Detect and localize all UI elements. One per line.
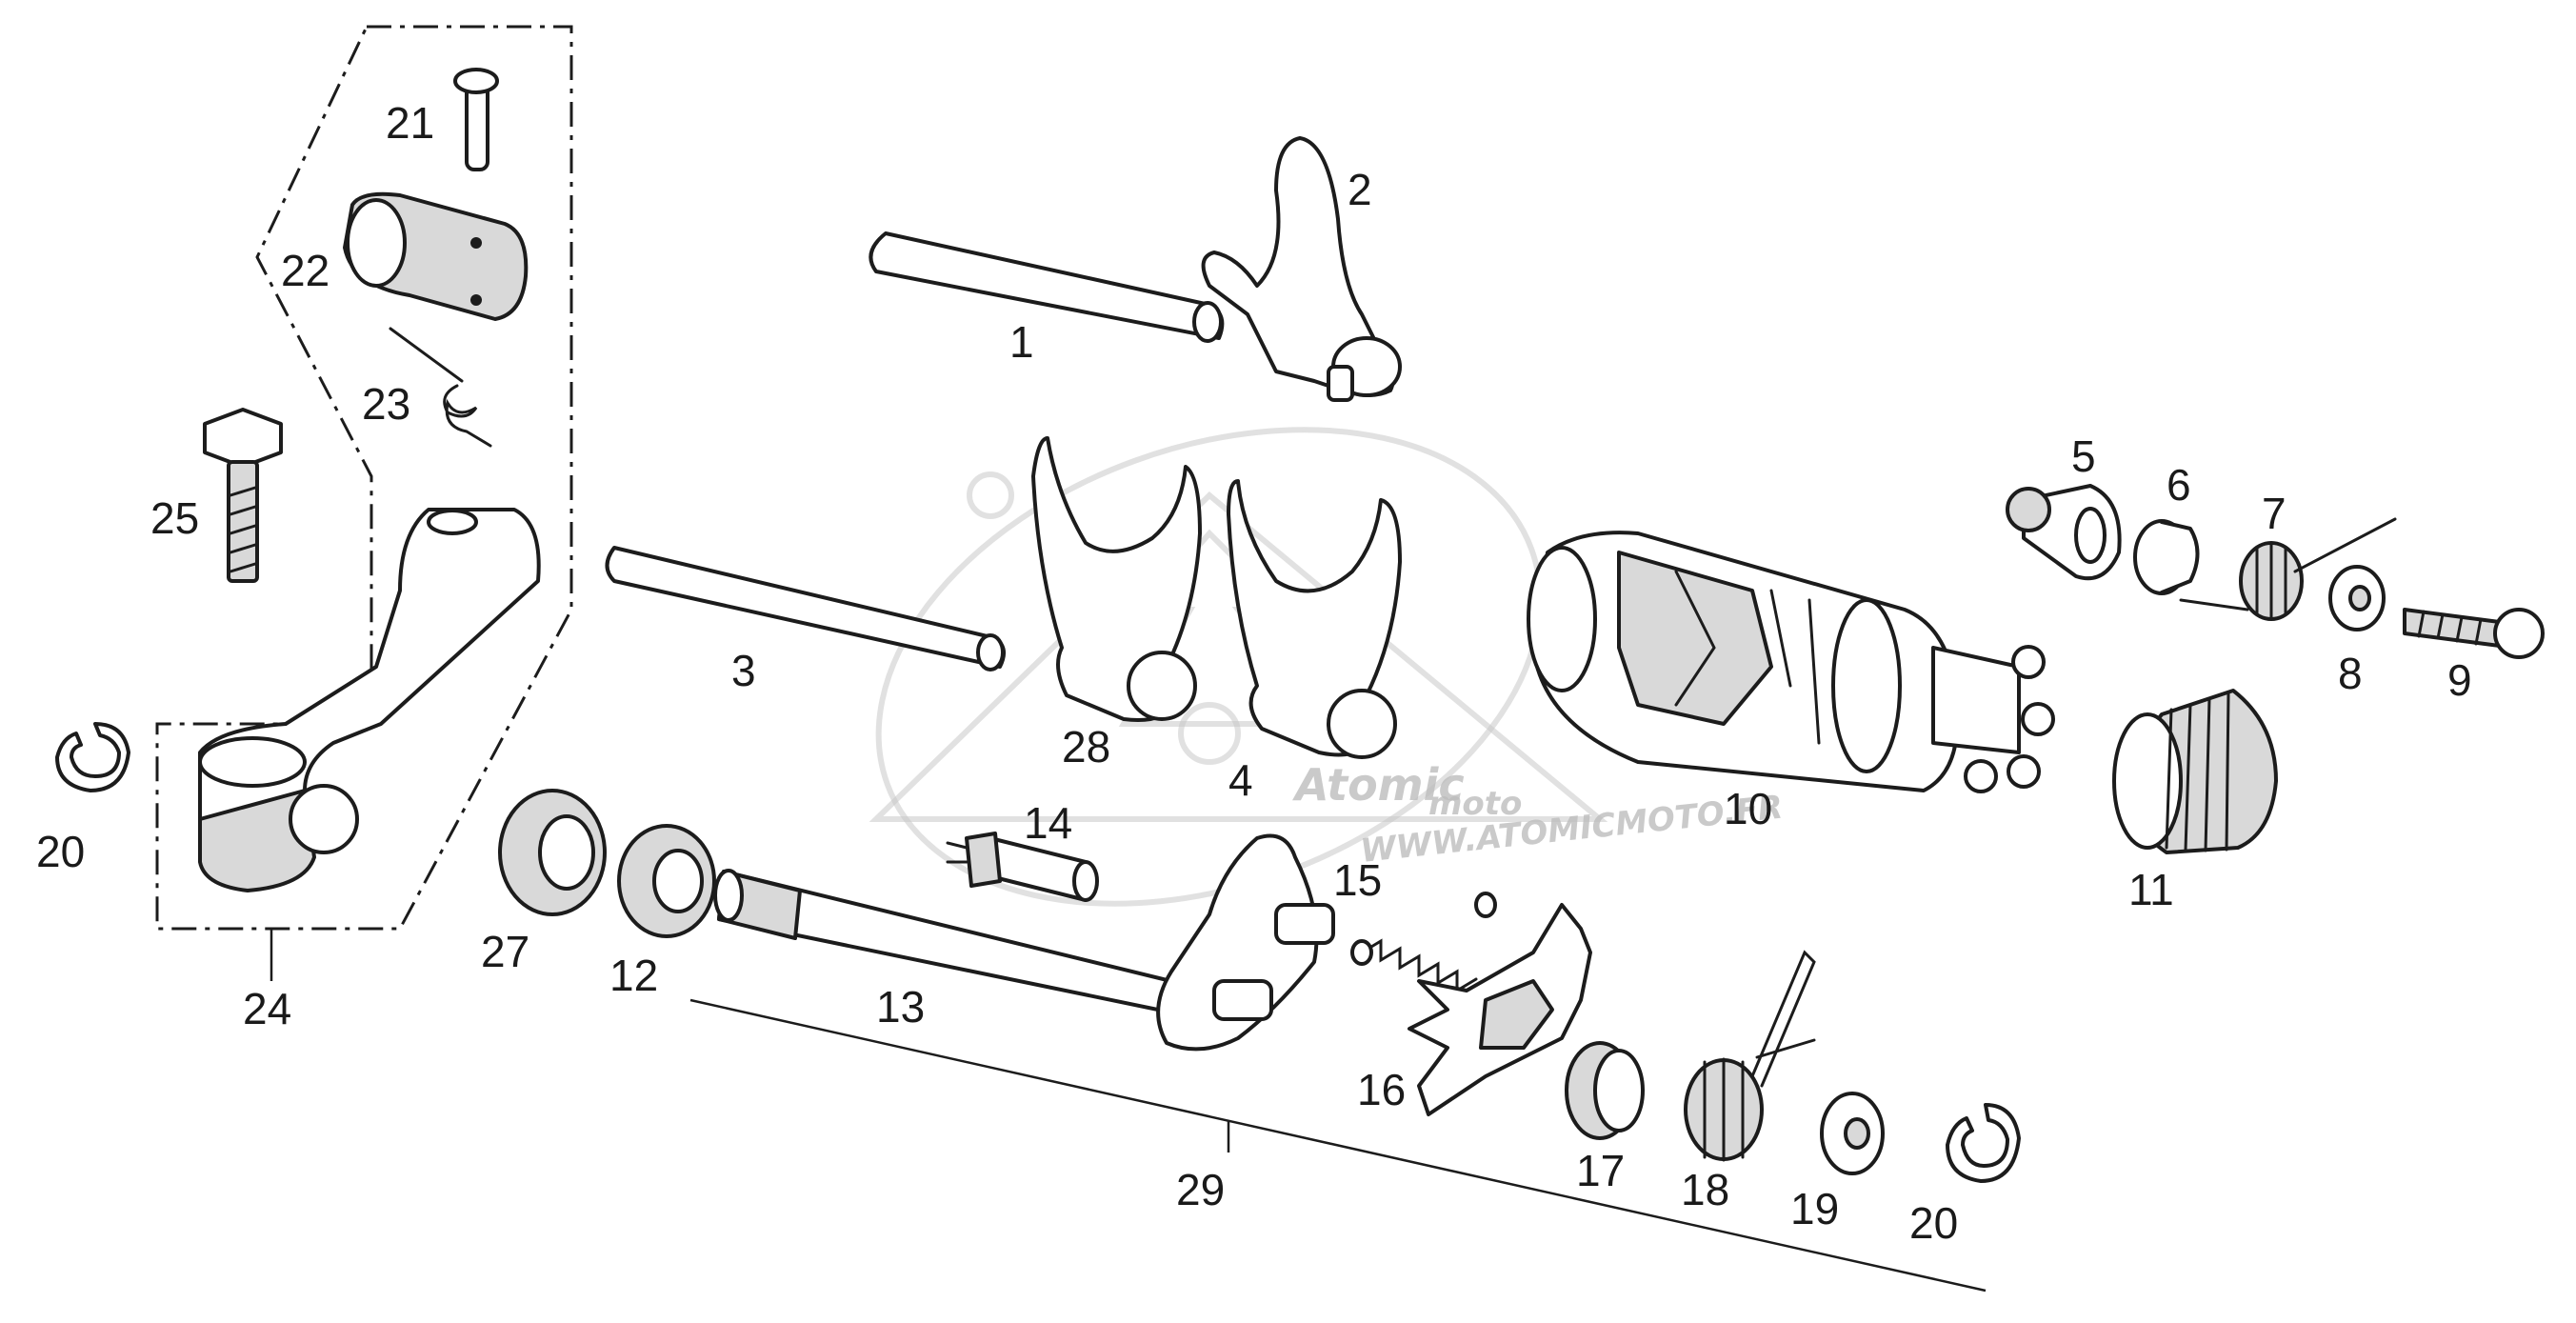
- assembly-24-boundary: [155, 25, 573, 931]
- part-9-screw: [2403, 608, 2545, 659]
- label-25: 25: [150, 493, 199, 543]
- label-7: 7: [2262, 489, 2286, 538]
- part-25-bolt: [203, 408, 283, 583]
- watermark-brand: Atomic: [1292, 759, 1465, 811]
- part-1-shaft: [869, 231, 1225, 343]
- label-27: 27: [481, 927, 529, 976]
- part-28-fork: [1031, 436, 1202, 722]
- part-23-spring: [389, 327, 492, 448]
- part-15-spring: [1350, 892, 1497, 993]
- label-3: 3: [731, 646, 756, 695]
- label-4: 4: [1228, 755, 1253, 805]
- part-12-seal: [617, 824, 716, 938]
- part-16-ratchet-plate: [1408, 903, 1592, 1116]
- label-12: 12: [609, 951, 658, 1000]
- part-20-circlip-right: [1946, 1103, 2021, 1183]
- part-13-shift-shaft: [713, 833, 1335, 1052]
- label-18: 18: [1681, 1165, 1729, 1214]
- label-6: 6: [2167, 460, 2191, 510]
- part-18-return-spring: [1684, 950, 1816, 1162]
- label-28: 28: [1062, 722, 1110, 772]
- part-10-selector-drum: [1527, 531, 2055, 793]
- label-16: 16: [1357, 1065, 1406, 1114]
- part-3-shaft: [605, 546, 1006, 672]
- label-21: 21: [386, 98, 434, 148]
- part-14-stud: [946, 832, 1099, 902]
- label-24: 24: [243, 984, 291, 1033]
- label-23: 23: [362, 379, 410, 429]
- part-4-fork: [1227, 479, 1402, 759]
- part-17-bushing: [1565, 1041, 1645, 1140]
- label-9: 9: [2447, 655, 2472, 705]
- watermark-sub: moto: [1428, 785, 1522, 823]
- label-29: 29: [1176, 1165, 1225, 1214]
- label-10: 10: [1724, 784, 1772, 833]
- label-5: 5: [2071, 431, 2096, 481]
- part-19-washer: [1820, 1092, 1885, 1175]
- label-20-right: 20: [1909, 1198, 1958, 1248]
- part-2-fork: [1201, 136, 1402, 402]
- label-1: 1: [1009, 317, 1034, 367]
- part-8-washer: [2328, 565, 2386, 631]
- part-5-plate: [2006, 484, 2122, 581]
- part-22-rubber: [343, 191, 529, 321]
- part-20-circlip-left: [55, 722, 130, 792]
- label-14: 14: [1024, 798, 1072, 848]
- label-2: 2: [1348, 165, 1372, 214]
- label-11: 11: [2128, 865, 2174, 914]
- part-21-pin: [453, 68, 499, 171]
- part-6-bushing: [2133, 519, 2200, 595]
- part-27-seal: [498, 789, 607, 916]
- label-17: 17: [1576, 1146, 1625, 1195]
- part-labels: 1 2 3 4 5 6 7 8 9 10 11 12 13 14 15 16 1…: [36, 98, 2472, 1248]
- part-11-needle-bearing: [2112, 689, 2278, 854]
- bracket-29: [689, 998, 1987, 1293]
- label-22: 22: [281, 246, 329, 295]
- label-8: 8: [2338, 649, 2363, 698]
- label-13: 13: [876, 982, 925, 1032]
- label-15: 15: [1333, 855, 1382, 905]
- part-24-pedal-lever: [198, 508, 541, 892]
- part-7-spring: [2179, 517, 2397, 621]
- label-20-left: 20: [36, 827, 85, 876]
- label-19: 19: [1790, 1184, 1839, 1233]
